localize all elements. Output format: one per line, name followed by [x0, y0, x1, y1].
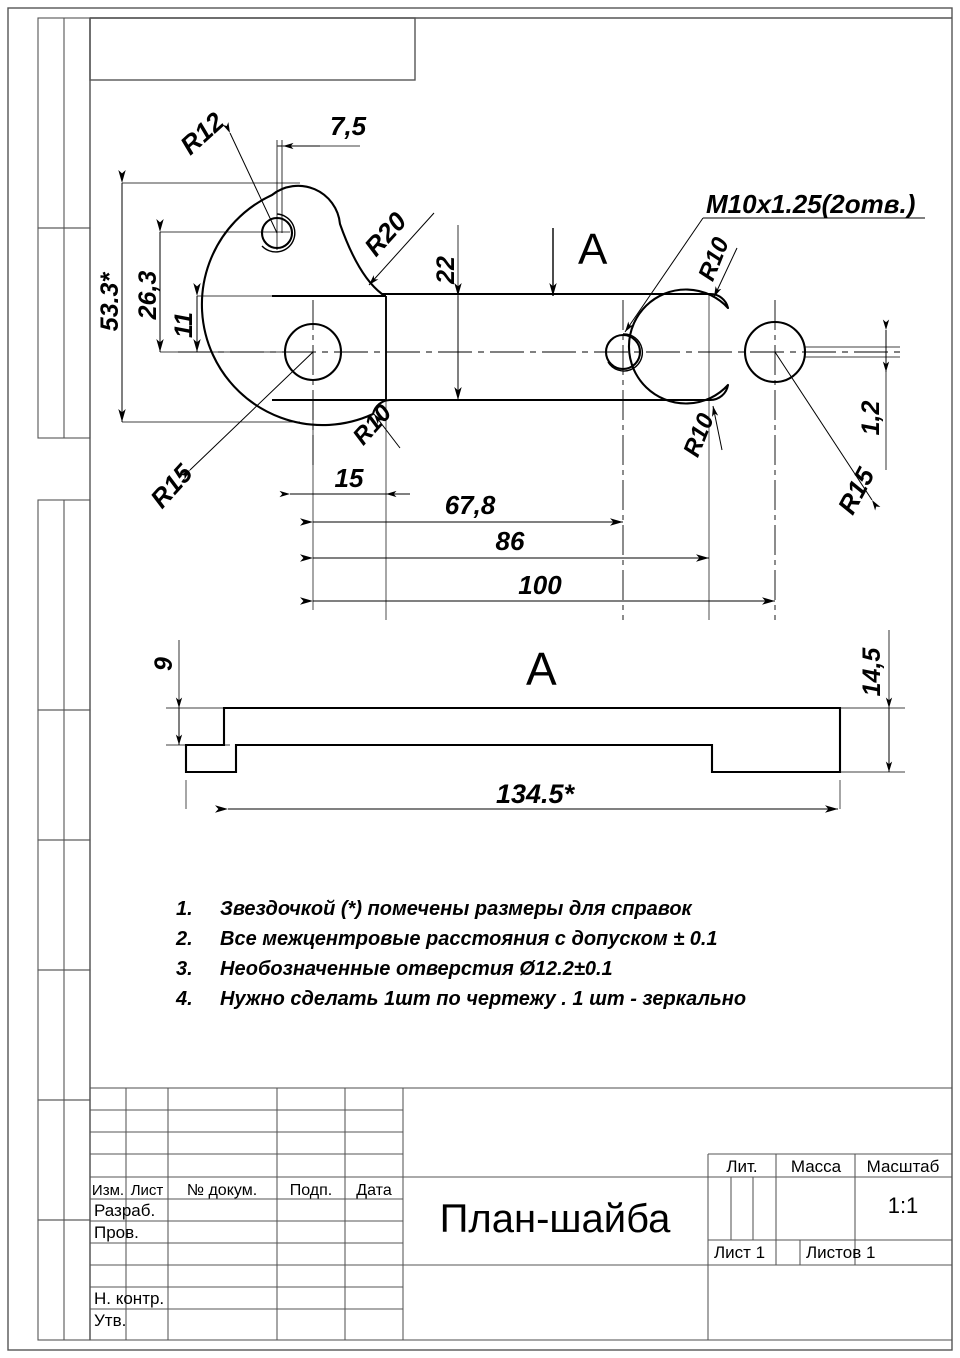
note-text: Нужно сделать 1шт по чертежу . 1 шт - зе… [220, 988, 747, 1010]
left-margin-strips [37, 17, 91, 1341]
dim-label-R15-left: R15 [144, 458, 199, 514]
dim-label-7-5: 7,5 [330, 111, 367, 141]
dim-label-15: 15 [335, 463, 364, 493]
note-text: Необозначенные отверстия Ø12.2±0.1 [220, 958, 613, 980]
leader-R20 [368, 212, 435, 286]
note-number: 3. [176, 958, 193, 980]
tb-header-masshtab: Масштаб [867, 1157, 940, 1176]
note-item: 2. Все межцентровые расстояния с допуско… [176, 928, 936, 951]
tb-role-utv: Утв. [94, 1311, 126, 1330]
section-letter-top: A [578, 225, 608, 274]
dim-label-1-2: 1,2 [857, 401, 885, 436]
dim-label-R20: R20 [358, 206, 413, 262]
dim-vertical-group [118, 170, 900, 470]
tb-sheet-label: Лист 1 [714, 1243, 765, 1262]
dim-label-R15-right: R15 [832, 462, 881, 519]
note-number: 2. [176, 928, 193, 950]
title-block [89, 1087, 953, 1341]
note-number: 1. [176, 898, 193, 920]
section-letter-bottom: A [526, 643, 557, 695]
plan-view-inner-edges [272, 295, 387, 401]
leader-R15-right [774, 351, 881, 511]
dim-label-R10-lower-left: R10 [348, 399, 398, 450]
tb-scale-value: 1:1 [888, 1193, 919, 1218]
tb-role-razrab: Разраб. [94, 1201, 155, 1220]
notes-list: 1. Звездочкой (*) помечены размеры для с… [176, 898, 936, 1011]
dim-label-14-5: 14,5 [858, 647, 886, 697]
note-text: Все межцентровые расстояния с допуском ±… [220, 928, 718, 950]
dim-label-R12: R12 [174, 106, 230, 161]
dim-label-9: 9 [150, 657, 178, 671]
dim-label-22: 22 [432, 256, 460, 285]
note-item: 3. Необозначенные отверстия Ø12.2±0.1 [176, 958, 936, 981]
dim-label-86: 86 [496, 526, 525, 556]
dim-label-R10-upper-right: R10 [693, 233, 735, 285]
tb-header-podp: Подп. [290, 1182, 333, 1199]
dim-label-134-5: 134.5* [496, 779, 576, 809]
radius-leaders [180, 122, 925, 511]
dim-label-R10-lower-right: R10 [678, 409, 720, 461]
leader-M10-thread [624, 217, 704, 333]
tb-header-izm: Изм. [92, 1182, 124, 1199]
note-text: Звездочкой (*) помечены размеры для спра… [220, 898, 692, 920]
leader-R15-left [180, 351, 314, 480]
tb-header-lit: Лит. [726, 1157, 757, 1176]
note-number: 4. [176, 988, 193, 1010]
note-item: 1. Звездочкой (*) помечены размеры для с… [176, 898, 936, 921]
leader-R10-lower-left [373, 413, 401, 449]
plan-view-centerlines [178, 140, 905, 620]
tb-role-nkontr: Н. контр. [94, 1289, 164, 1308]
leader-R12 [222, 122, 278, 234]
tb-role-prov: Пров. [94, 1223, 139, 1242]
dim-label-M10-thread: M10x1.25(2отв.) [706, 189, 915, 219]
dim-label-11: 11 [170, 312, 198, 338]
tb-header-massa: Масса [791, 1157, 842, 1176]
plan-view-outline [200, 184, 730, 427]
dim-horizontal-group [279, 400, 775, 610]
dim-label-67-8: 67,8 [445, 490, 496, 520]
dim-label-26-3: 26,3 [134, 271, 162, 321]
leader-R10-upper-right [713, 247, 738, 298]
section-view-dims [166, 630, 905, 813]
tb-part-name: План-шайба [440, 1197, 671, 1241]
thread-arc-mid-right [607, 333, 643, 372]
dim-label-100: 100 [518, 570, 562, 600]
note-item: 4. Нужно сделать 1шт по чертежу . 1 шт -… [176, 988, 936, 1011]
tb-header-data: Дата [356, 1182, 392, 1199]
dim-label-53-3: 53.3* [96, 272, 124, 332]
tb-header-list: Лист [131, 1182, 164, 1199]
dim-7-5-group [277, 140, 360, 233]
thread-arc-upper-left [261, 213, 296, 253]
leader-R10-lower-right [712, 405, 723, 451]
tb-header-ndocum: № докум. [187, 1182, 257, 1199]
sheet-frame [7, 7, 953, 1351]
plan-view-holes [260, 213, 807, 384]
tb-sheets-label: Листов 1 [806, 1243, 875, 1262]
section-view-outline [184, 706, 842, 774]
